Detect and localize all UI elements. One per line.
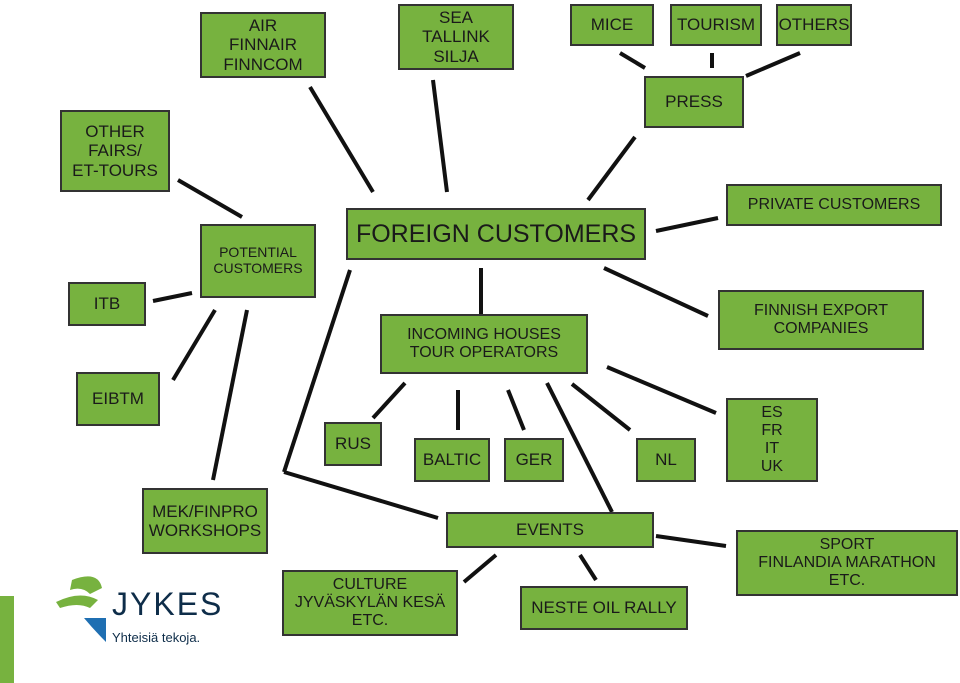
connector — [618, 51, 647, 70]
connector — [655, 534, 727, 548]
node-finnish-export: FINNISH EXPORT COMPANIES — [718, 290, 924, 350]
jykes-logo-icon — [56, 576, 106, 642]
node-potential-customers: POTENTIAL CUSTOMERS — [200, 224, 316, 298]
node-culture: CULTURE JYVÄSKYLÄN KESÄ ETC. — [282, 570, 458, 636]
node-sea: SEA TALLINK SILJA — [398, 4, 514, 70]
connector — [606, 365, 717, 415]
connector — [371, 381, 407, 420]
connector — [506, 389, 526, 431]
connector — [308, 85, 375, 194]
connector — [283, 470, 439, 520]
connector — [431, 79, 449, 193]
connector — [545, 382, 614, 513]
connector — [176, 178, 244, 219]
connector — [211, 309, 249, 481]
node-sport: SPORT FINLANDIA MARATHON ETC. — [736, 530, 958, 596]
node-others: OTHERS — [776, 4, 852, 46]
connector — [745, 51, 801, 78]
node-incoming-houses: INCOMING HOUSES TOUR OPERATORS — [380, 314, 588, 374]
connector — [171, 308, 217, 382]
node-baltic: BALTIC — [414, 438, 490, 482]
node-private-customers: PRIVATE CUSTOMERS — [726, 184, 942, 226]
node-press: PRESS — [644, 76, 744, 128]
accent-bar — [0, 596, 14, 683]
connector — [570, 382, 632, 432]
connector — [603, 266, 709, 318]
node-tourism: TOURISM — [670, 4, 762, 46]
node-ger: GER — [504, 438, 564, 482]
connector — [152, 291, 193, 303]
node-rus: RUS — [324, 422, 382, 466]
node-itb: ITB — [68, 282, 146, 326]
connector — [462, 553, 498, 584]
node-foreign-customers: FOREIGN CUSTOMERS — [346, 208, 646, 260]
node-eibtm: EIBTM — [76, 372, 160, 426]
node-nl: NL — [636, 438, 696, 482]
node-other-fairs: OTHER FAIRS/ ET-TOURS — [60, 110, 170, 192]
connector — [655, 216, 719, 233]
node-events: EVENTS — [446, 512, 654, 548]
node-countries: ES FR IT UK — [726, 398, 818, 482]
node-mice: MICE — [570, 4, 654, 46]
node-air: AIR FINNAIR FINNCOM — [200, 12, 326, 78]
connector — [282, 269, 352, 473]
logo-wordmark: JYKES — [112, 586, 224, 622]
node-neste-oil-rally: NESTE OIL RALLY — [520, 586, 688, 630]
logo-tagline: Yhteisiä tekoja. — [112, 630, 201, 645]
connector — [578, 553, 598, 582]
node-mek-finpro: MEK/FINPRO WORKSHOPS — [142, 488, 268, 554]
connector — [586, 135, 637, 202]
